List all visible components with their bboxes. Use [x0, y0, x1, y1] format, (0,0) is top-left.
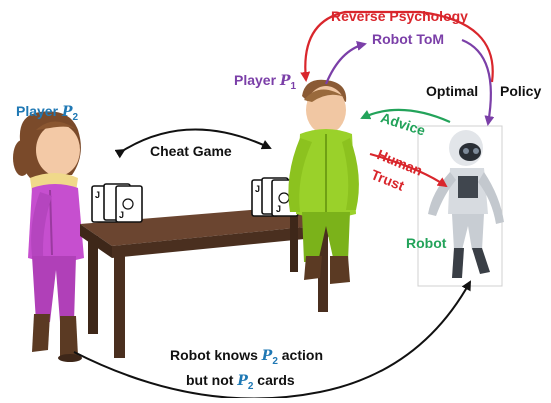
- advice-label: Advice: [379, 109, 428, 138]
- player-p1-label: Player P1: [234, 72, 296, 92]
- reverse-psychology-label: Reverse Psychology: [331, 8, 468, 24]
- cheat-game-arrow: [114, 128, 272, 159]
- policy-arrow: [461, 38, 495, 126]
- player-p2-label: Player P2: [16, 103, 78, 123]
- robot-figure: [417, 125, 504, 287]
- policy-label: Policy: [500, 83, 541, 99]
- human-trust-arrow: [369, 152, 448, 188]
- robot-knows-label: Robot knows P2 action: [170, 347, 323, 367]
- svg-text:J: J: [255, 184, 260, 194]
- cheat-game-label: Cheat Game: [150, 143, 232, 159]
- reverse-psychology-arrow: [300, 10, 494, 83]
- player-p1-figure: [288, 79, 359, 284]
- robot-tom-arrow: [324, 41, 367, 85]
- but-not-cards-label: but not P2 cards: [186, 372, 295, 392]
- svg-text:J: J: [119, 210, 124, 220]
- card-hand-icon: J J: [251, 177, 299, 217]
- robot-label: Robot: [406, 235, 447, 251]
- card-hand-icon: J J: [91, 183, 143, 223]
- svg-text:J: J: [95, 190, 100, 200]
- observation-arrow: [73, 280, 471, 400]
- table: [80, 206, 335, 358]
- advice-arrow: [360, 108, 451, 124]
- optimal-label: Optimal: [426, 83, 478, 99]
- player-p2-figure: [13, 111, 84, 362]
- svg-text:J: J: [276, 204, 281, 214]
- robot-tom-label: Robot ToM: [372, 31, 444, 47]
